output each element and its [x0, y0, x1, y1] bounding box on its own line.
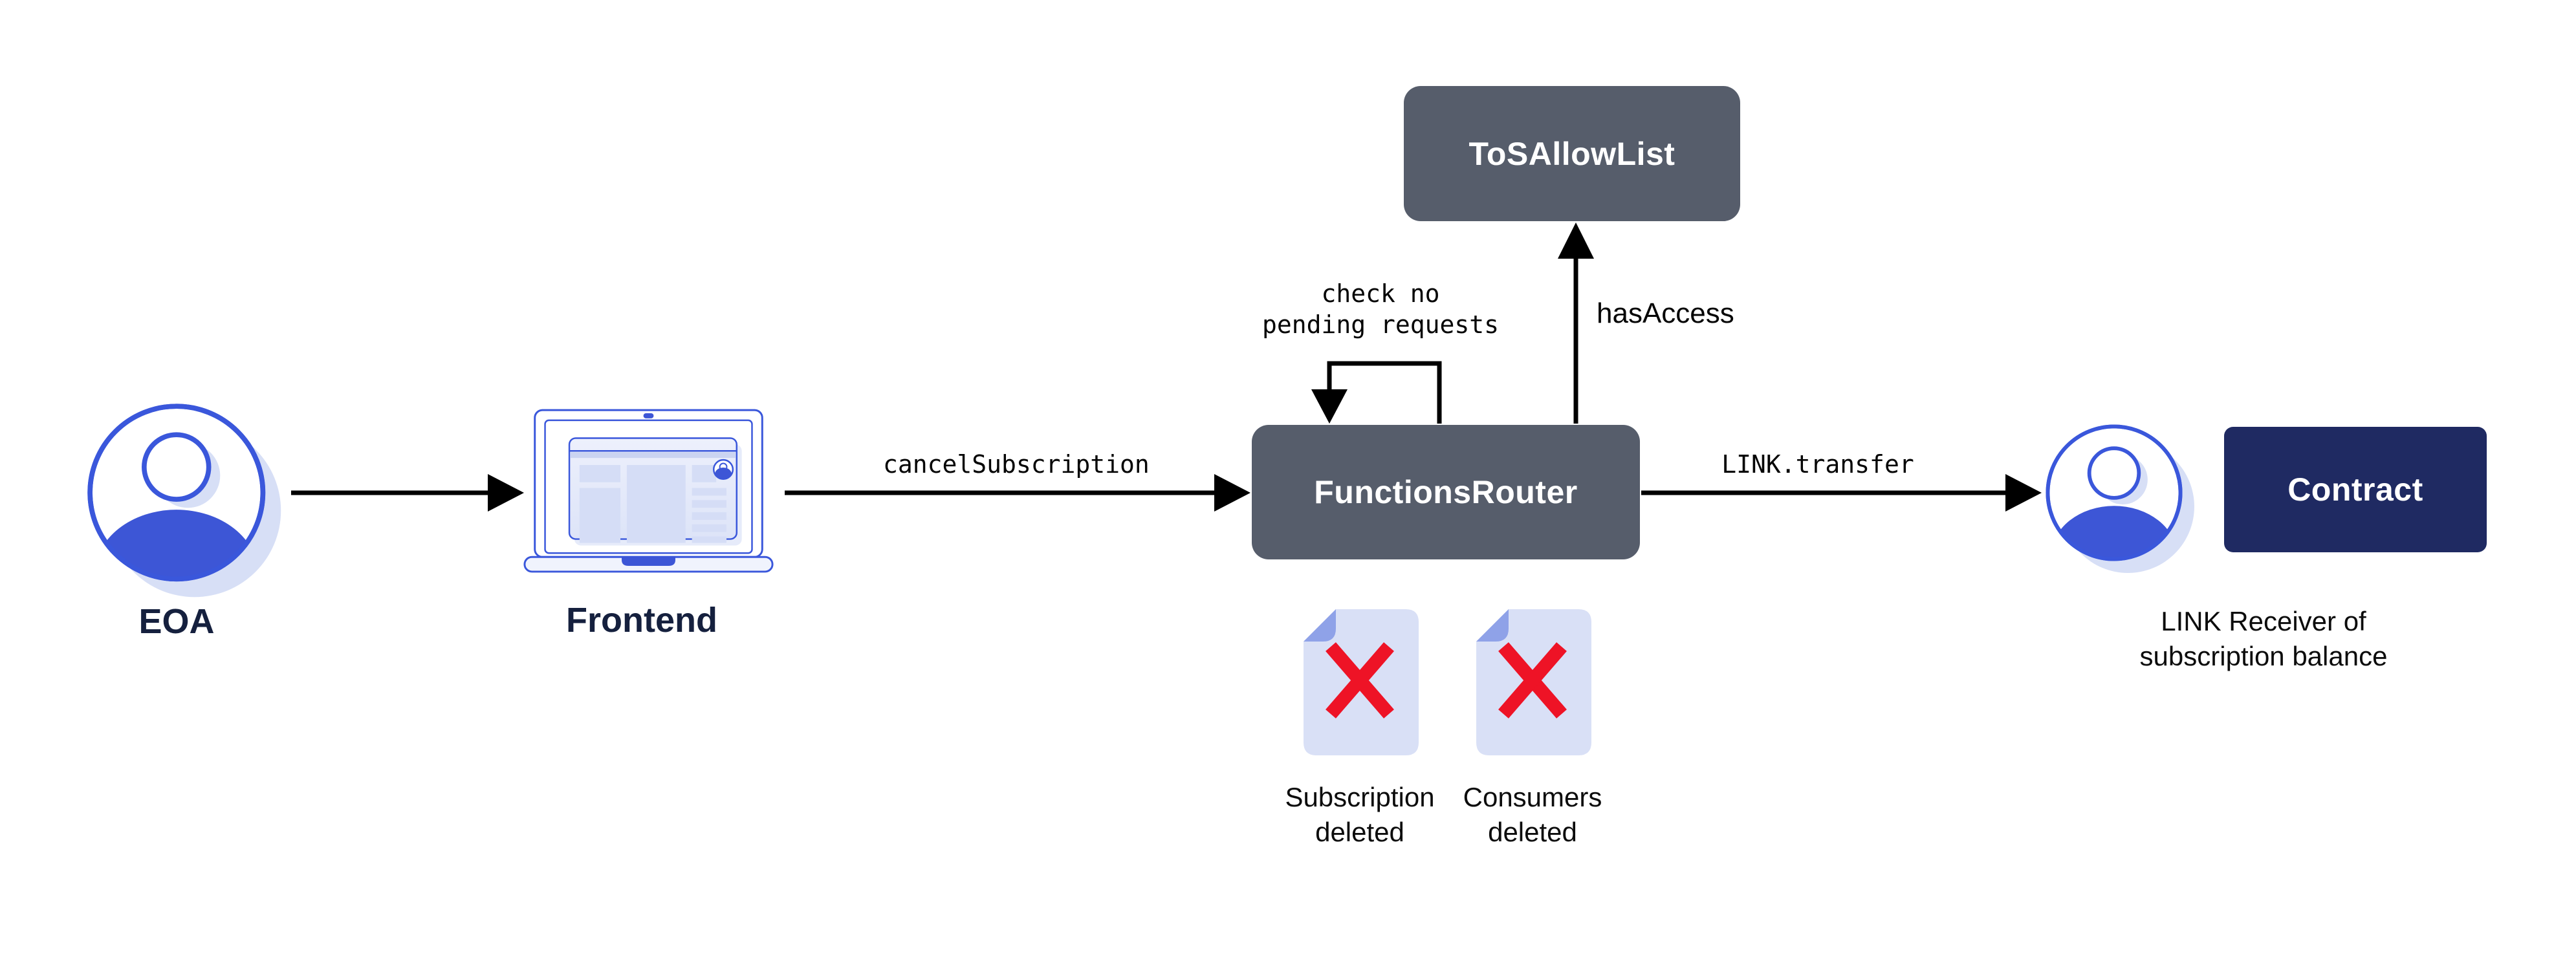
browser-avatar-icon: [712, 459, 734, 480]
red-x-icon: [1498, 642, 1567, 718]
arrowhead-eoa-to-frontend: [488, 474, 524, 512]
eoa-label: EOA: [138, 602, 215, 641]
edge-self-check-loop: [1327, 361, 1442, 424]
has-access-label: hasAccess: [1597, 297, 1734, 329]
laptop-icon: [523, 409, 774, 573]
cancel-subscription-label: cancelSubscription: [883, 450, 1150, 479]
base-notch: [622, 557, 675, 567]
tos-allow-list-label: ToSAllowList: [1468, 135, 1675, 172]
eoa-node: [80, 396, 289, 608]
link-transfer-label: LINK.transfer: [1721, 450, 1914, 479]
arrowhead-cancel-subscription: [1214, 474, 1250, 512]
frontend-label: Frontend: [566, 601, 717, 640]
consumers-deleted-label: Consumers deleted: [1463, 782, 1602, 847]
functions-router-box: FunctionsRouter: [1252, 425, 1640, 559]
folded-corner: [1304, 609, 1336, 642]
tos-allow-list-box: ToSAllowList: [1404, 86, 1740, 221]
consumers-deleted-artifact: [1471, 607, 1594, 761]
deleted-document-icon: [1476, 609, 1591, 755]
link-receiver-node: [2040, 418, 2200, 582]
arrowhead-self-check: [1311, 389, 1348, 424]
self-check-label: check no pending requests: [1261, 279, 1500, 339]
arrowhead-has-access: [1558, 222, 1594, 259]
frontend-node: [521, 407, 776, 578]
link-receiver-caption: LINK Receiver of subscription balance: [2139, 606, 2388, 671]
functions-router-label: FunctionsRouter: [1314, 474, 1578, 510]
person-icon: [2046, 424, 2194, 573]
person-icon: [87, 404, 281, 598]
red-x-icon: [1326, 642, 1394, 718]
subscription-deleted-label: Subscription deleted: [1285, 782, 1435, 847]
subscription-deleted-artifact: [1298, 607, 1421, 761]
contract-box: Contract: [2224, 427, 2487, 552]
webcam-dot: [643, 413, 654, 418]
deleted-document-icon: [1304, 609, 1419, 755]
folded-corner: [1476, 609, 1509, 642]
contract-label: Contract: [2287, 471, 2423, 508]
arrowhead-link-transfer: [2005, 474, 2042, 512]
